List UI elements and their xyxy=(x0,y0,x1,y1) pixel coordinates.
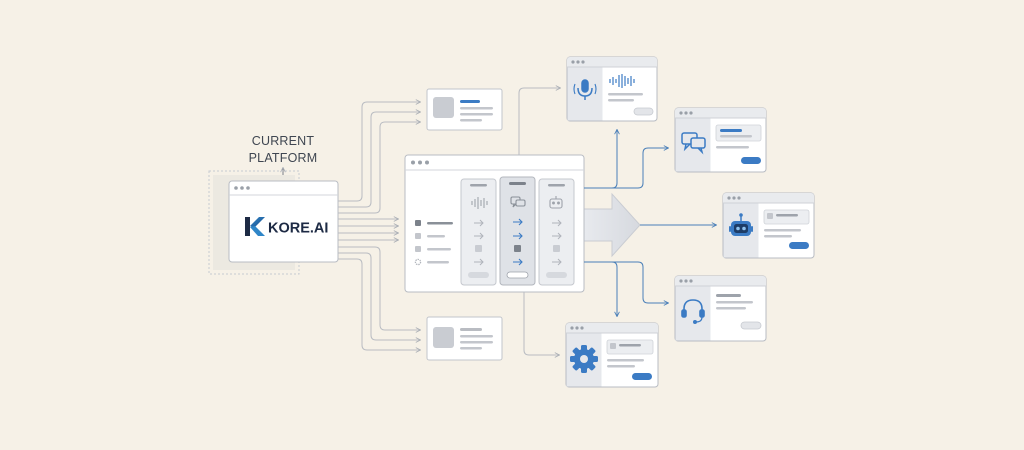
window-dot xyxy=(425,160,429,165)
window-dot xyxy=(246,186,250,190)
window-dot xyxy=(240,186,244,190)
connector-top-3 xyxy=(338,122,420,214)
chat-bubbles-icon xyxy=(510,196,526,208)
window-dot xyxy=(418,160,422,165)
window-dot xyxy=(575,326,579,330)
window-dot xyxy=(727,196,731,200)
window-dot xyxy=(679,279,683,283)
hub-column-bot xyxy=(538,178,575,286)
connector-to-chat-card xyxy=(584,148,668,189)
connector-to-chat xyxy=(584,130,617,189)
chat-bubbles-icon xyxy=(681,132,706,155)
hub-connectors-gray xyxy=(518,88,560,355)
robot-icon xyxy=(729,213,753,236)
current-platform-label: CURRENT PLATFORM xyxy=(240,133,326,167)
window-dot xyxy=(580,326,584,330)
window-dot xyxy=(571,60,575,64)
destination-agent-card xyxy=(674,275,767,342)
connector-to-settings xyxy=(584,261,617,316)
sound-wave-icon xyxy=(609,74,635,88)
destination-voice-card xyxy=(566,56,658,122)
hub-side-menu xyxy=(414,220,453,266)
kore-logo-icon xyxy=(245,217,265,236)
window-dot xyxy=(689,279,693,283)
microphone-icon xyxy=(573,79,597,100)
top-intermediate-card xyxy=(426,88,503,131)
sound-wave-icon xyxy=(471,197,488,209)
window-dot xyxy=(684,279,688,283)
window-dot xyxy=(737,196,741,200)
hub-column-voice xyxy=(460,178,497,286)
brand-name: KORE.AI xyxy=(268,221,328,237)
bottom-intermediate-card xyxy=(426,316,503,361)
connector-bottom-3 xyxy=(338,258,420,350)
connector-top-1 xyxy=(338,102,420,202)
window-dot xyxy=(679,111,683,115)
gear-icon xyxy=(570,345,598,373)
window-dot xyxy=(576,60,580,64)
connector-bottom-1 xyxy=(338,246,420,330)
headset-icon xyxy=(681,299,705,324)
connector-top-2 xyxy=(338,112,420,208)
connector-hub-settings xyxy=(523,292,559,355)
placeholder-image xyxy=(433,97,454,118)
destination-settings-card xyxy=(565,322,659,388)
current-platform-label-line2: PLATFORM xyxy=(248,151,318,165)
hub-window xyxy=(404,154,585,293)
window-dot xyxy=(234,186,238,190)
current-platform-label-line1: CURRENT xyxy=(251,134,315,148)
connector-to-agent xyxy=(584,261,668,303)
destination-chat-card xyxy=(674,107,767,173)
destination-bot-card xyxy=(722,192,815,259)
window-dot xyxy=(732,196,736,200)
window-dot xyxy=(684,111,688,115)
connector-hub-voice xyxy=(518,88,560,155)
big-migration-arrow xyxy=(579,192,641,258)
window-dot xyxy=(581,60,585,64)
destination-connectors xyxy=(584,130,716,316)
source-connectors xyxy=(338,102,420,350)
placeholder-image xyxy=(433,327,454,348)
hub-column-chat xyxy=(499,176,536,286)
robot-icon xyxy=(549,196,563,209)
source-card xyxy=(228,180,339,263)
source-platform-card: KORE.AI xyxy=(208,170,339,275)
connector-bottom-2 xyxy=(338,252,420,340)
gear-icon xyxy=(414,258,422,266)
window-dot xyxy=(689,111,693,115)
window-dot xyxy=(411,160,415,165)
window-dot xyxy=(570,326,574,330)
